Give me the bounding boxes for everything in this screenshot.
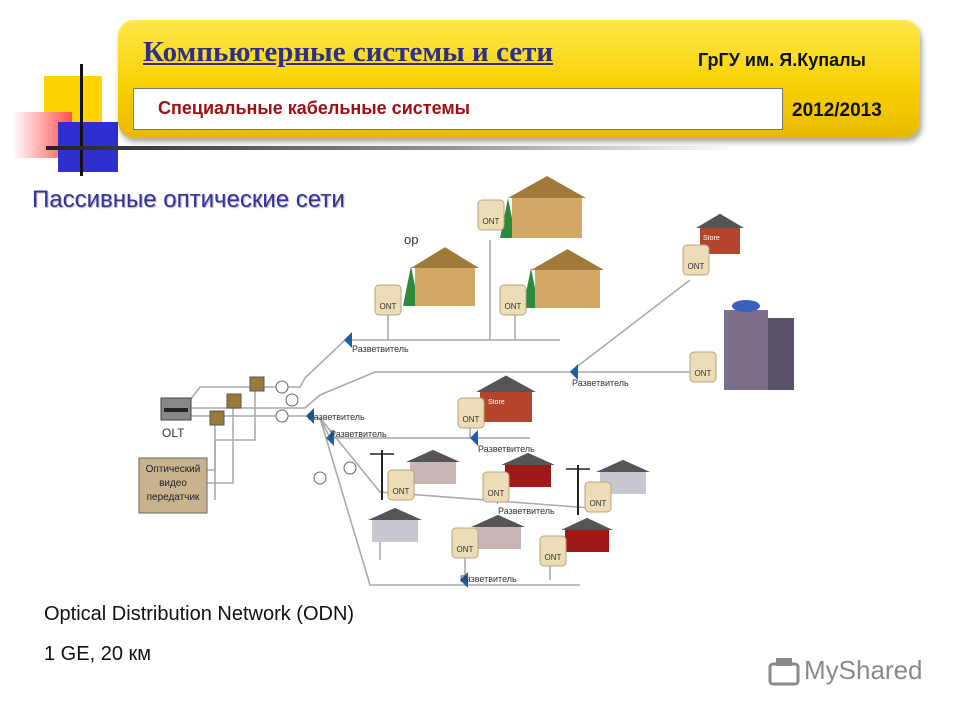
townhouse-icon-roof xyxy=(411,247,479,268)
splitter-label: Разветвитель xyxy=(460,574,517,584)
house-icon-body xyxy=(372,520,418,542)
house-icon-body xyxy=(505,465,551,487)
splitter-icon xyxy=(344,332,352,348)
ont-device xyxy=(499,284,527,316)
ont-device xyxy=(457,397,485,429)
ont-label: ONT xyxy=(695,369,712,378)
townhouse-icon-roof xyxy=(531,249,604,270)
fiber-line xyxy=(205,420,216,471)
speed-text: 1 GE, 20 км xyxy=(44,643,151,665)
house-icon-roof xyxy=(501,452,555,465)
ont-label: ONT xyxy=(463,415,480,424)
subtitle: Специальные кабельные системы xyxy=(158,98,471,118)
splitter-label: Разветвитель xyxy=(308,412,365,422)
video-transmitter-label: передатчик xyxy=(147,492,200,503)
splitter-icon xyxy=(470,430,478,446)
attenuator-icon xyxy=(275,380,289,394)
video-transmitter xyxy=(138,457,208,514)
splitter-icon xyxy=(326,430,334,446)
watermark-logo: MyShared xyxy=(768,655,923,686)
townhouse-icon-body xyxy=(512,198,582,238)
fiber-line xyxy=(189,339,560,401)
ont-device xyxy=(584,481,612,513)
ont-label: ONT xyxy=(505,302,522,311)
diagram-label: ор xyxy=(404,232,418,247)
store-sign: Store xyxy=(488,399,505,406)
ont-device xyxy=(689,351,717,383)
splitter-icon xyxy=(306,408,314,424)
olt-slot xyxy=(164,408,188,412)
splitter-label: Разветвитель xyxy=(572,378,629,388)
house-icon-roof xyxy=(406,449,460,462)
wdm-coupler xyxy=(209,410,225,426)
house-icon-roof xyxy=(368,507,422,520)
wdm-coupler xyxy=(226,393,242,409)
ont-device xyxy=(477,199,505,231)
house-icon-roof xyxy=(561,517,613,530)
house-icon-roof xyxy=(596,459,650,472)
attenuator-icon xyxy=(285,393,299,407)
ont-label: ONT xyxy=(393,487,410,496)
townhouse-icon-body xyxy=(415,268,475,306)
ont-device xyxy=(682,244,710,276)
ont-label: ONT xyxy=(545,553,562,562)
store-sign: Store xyxy=(703,235,720,242)
attenuator-icon xyxy=(343,461,357,475)
ont-label: ONT xyxy=(590,499,607,508)
townhouse-icon-body xyxy=(535,270,600,308)
wdm-coupler xyxy=(249,376,265,392)
fiber-line xyxy=(319,417,591,509)
ont-label: ONT xyxy=(380,302,397,311)
ont-label: ONT xyxy=(457,545,474,554)
fiber-line xyxy=(190,415,321,419)
academic-year: 2012/2013 xyxy=(792,100,882,121)
ont-device xyxy=(374,284,402,316)
office-building-side xyxy=(768,318,794,390)
ont-label: ONT xyxy=(488,489,505,498)
attenuator-icon xyxy=(313,471,327,485)
olt-label: OLT xyxy=(162,426,185,440)
deco-vline xyxy=(80,64,83,176)
ont-label: ONT xyxy=(688,262,705,271)
townhouse-icon-roof xyxy=(508,176,586,198)
video-transmitter-label: видео xyxy=(159,478,187,489)
fiber-line xyxy=(205,405,234,484)
splitter-icon xyxy=(460,572,468,588)
myshared-icon xyxy=(768,657,800,685)
office-building-icon xyxy=(724,310,768,390)
ont-device xyxy=(539,535,567,567)
fiber-line xyxy=(319,417,580,586)
splitter-label: Разветвитель xyxy=(478,444,535,454)
ont-device xyxy=(482,471,510,503)
house-icon-body xyxy=(480,392,532,422)
video-transmitter-label: Оптический xyxy=(146,464,201,475)
building-roof xyxy=(732,300,760,312)
splitter-icon xyxy=(570,364,578,380)
fiber-line xyxy=(190,279,691,409)
splitter-label: Разветвитель xyxy=(352,344,409,354)
splitter-label: Разветвитель xyxy=(498,506,555,516)
house-icon-body xyxy=(410,462,456,484)
house-icon-roof xyxy=(471,514,525,527)
splitter-label: Разветвитель xyxy=(330,429,387,439)
course-title: Компьютерные системы и сети xyxy=(143,36,554,68)
university-name: ГрГУ им. Я.Купалы xyxy=(698,50,866,70)
ont-device xyxy=(387,469,415,501)
house-icon-roof xyxy=(696,213,744,228)
watermark-text: MyShared xyxy=(804,655,923,685)
ont-label: ONT xyxy=(483,217,500,226)
deco-hline xyxy=(46,146,736,150)
house-icon-body xyxy=(475,527,521,549)
attenuator-icon xyxy=(275,409,289,423)
subtitle-box: Специальные кабельные системы xyxy=(133,88,783,130)
odn-text: Optical Distribution Network (ODN) xyxy=(44,603,355,625)
house-icon-roof xyxy=(476,375,536,392)
slide-title: Пассивные оптические сети xyxy=(32,186,345,213)
ont-device xyxy=(451,527,479,559)
house-icon-body xyxy=(565,530,609,552)
